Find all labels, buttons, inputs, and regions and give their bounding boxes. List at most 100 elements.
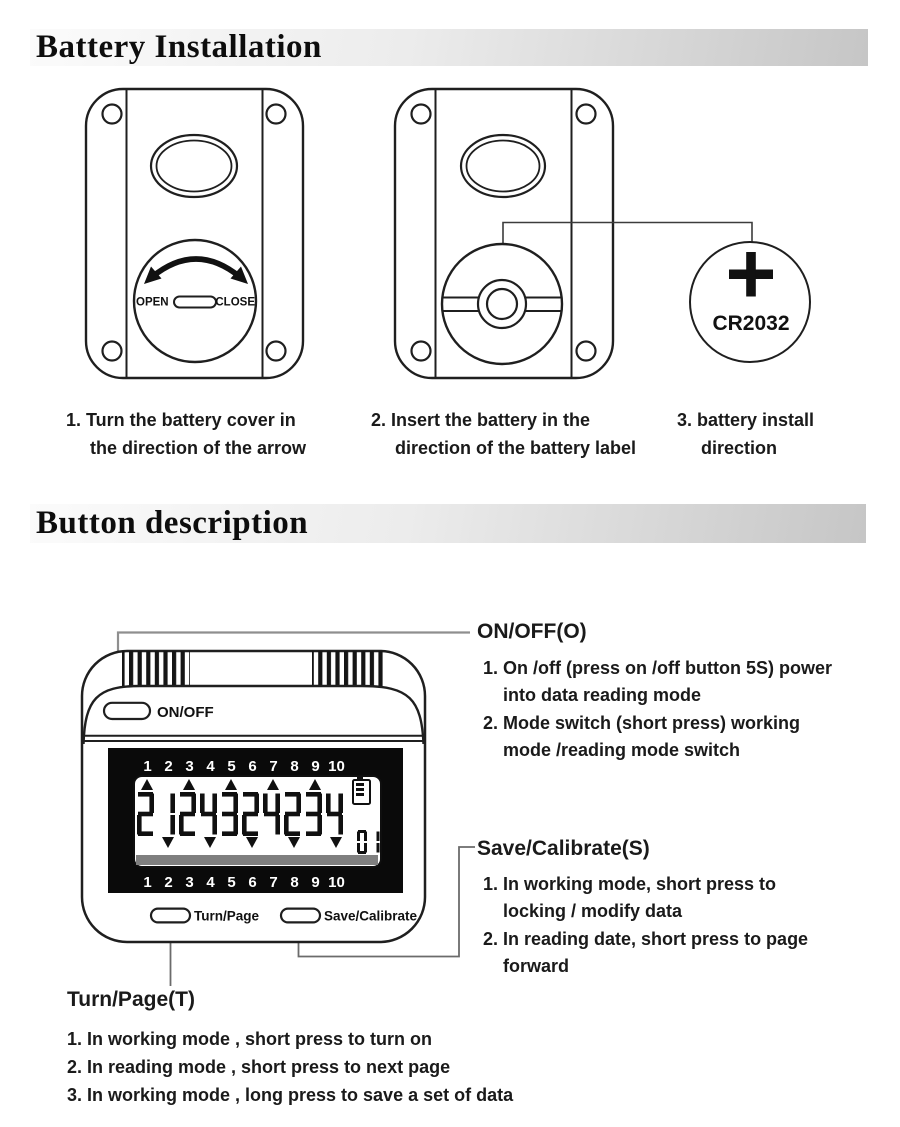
down-arrow-icon — [288, 837, 300, 848]
down-arrow-icon — [162, 837, 174, 848]
channel-number: 1 — [143, 758, 152, 775]
channel-number: 6 — [248, 874, 257, 891]
savecal-button-label: Save/Calibrate — [324, 908, 418, 923]
channel-number: 3 — [185, 758, 194, 775]
display-window-inner — [465, 139, 541, 193]
channel-number: 10 — [328, 874, 345, 891]
up-arrow-icon — [267, 779, 279, 790]
turnpage-button-label: Turn/Page — [194, 908, 260, 923]
up-arrow-icon — [183, 779, 195, 790]
channel-number: 5 — [227, 874, 236, 891]
up-arrow-icon — [141, 779, 153, 790]
device-front-diagram: OPEN CLOSE — [84, 87, 305, 380]
description-line: 1. In working mode , short press to turn… — [67, 1029, 433, 1049]
description-line: mode /reading mode switch — [503, 740, 741, 761]
lcd-page-number — [357, 830, 380, 859]
channel-number: 7 — [269, 758, 278, 775]
onoff-button — [102, 701, 152, 721]
screw-hole — [575, 103, 597, 125]
channel-number: 6 — [248, 758, 257, 775]
grip-texture — [122, 651, 383, 686]
caption-line: 2. Insert the battery in the — [371, 410, 591, 430]
screw-hole — [575, 340, 597, 362]
rotate-arrow-icon — [144, 256, 248, 284]
channel-number: 8 — [290, 874, 299, 891]
savecal-heading: Save/Calibrate(S) — [477, 837, 650, 860]
channel-number: 1 — [143, 874, 152, 891]
turnpage-description: Turn/Page(T) 1. In working mode , short … — [67, 986, 513, 1109]
lcd-bottom-bar — [136, 855, 378, 865]
channel-number: 2 — [164, 874, 173, 891]
device-open-diagram — [393, 87, 753, 380]
caption-line: 1. Turn the battery cover in — [66, 410, 296, 430]
callout-line-savecal — [297, 846, 475, 958]
battery-section-title: Battery Installation — [36, 29, 322, 65]
battery-level-icon — [352, 776, 371, 805]
down-arrow-icon — [204, 837, 216, 848]
button-section-title: Button description — [36, 505, 309, 541]
top-cap-outline — [82, 684, 425, 745]
caption-line: the direction of the arrow — [90, 438, 307, 458]
battery-section-header-bar: Battery Installation — [30, 29, 868, 66]
description-line: 2. In reading date, short press to page — [483, 928, 809, 949]
coin-slot — [173, 295, 217, 309]
description-line: 3. In working mode , long press to save … — [67, 1085, 514, 1105]
battery-installation-figure: OPEN CLOSE — [84, 87, 811, 380]
description-line: 2. In reading mode , short press to next… — [67, 1057, 451, 1077]
close-label: CLOSE — [215, 297, 255, 309]
caption-step-3: 3. battery install direction — [677, 406, 814, 462]
turnpage-heading: Turn/Page(T) — [67, 988, 195, 1011]
screw-hole — [410, 103, 432, 125]
caption-line: 3. battery install — [677, 410, 815, 430]
description-line: 2. Mode switch (short press) working — [483, 712, 801, 733]
open-label: OPEN — [136, 297, 169, 309]
down-arrow-icon — [330, 837, 342, 848]
caption-step-1: 1. Turn the battery cover in the directi… — [66, 406, 306, 462]
caption-step-2: 2. Insert the battery in the direction o… — [371, 406, 636, 462]
screw-hole — [410, 340, 432, 362]
coin-battery-diagram: CR2032 — [689, 241, 811, 363]
onoff-button-label: ON/OFF — [157, 704, 214, 721]
button-section-header-bar: Button description — [30, 504, 866, 543]
screw-hole — [101, 103, 123, 125]
up-arrow-icon — [309, 779, 321, 790]
caption-line: direction — [701, 438, 778, 458]
description-line: 1. In working mode, short press to — [483, 874, 777, 894]
lcd-digits — [137, 792, 343, 841]
description-line: 1. On /off (press on /off button 5S) pow… — [483, 658, 832, 678]
channel-number: 5 — [227, 758, 236, 775]
screw-hole — [265, 103, 287, 125]
onoff-heading: ON/OFF(O) — [477, 620, 587, 643]
turnpage-button — [149, 907, 192, 924]
channel-number: 4 — [206, 758, 215, 775]
up-arrow-icon — [225, 779, 237, 790]
plus-icon — [729, 252, 773, 297]
channel-number: 2 — [164, 758, 173, 775]
caption-line: direction of the battery label — [395, 438, 637, 458]
savecal-button — [279, 907, 322, 924]
channel-number: 10 — [328, 758, 345, 775]
coin-battery — [689, 241, 811, 363]
savecal-description: Save/Calibrate(S) 1. In working mode, sh… — [477, 836, 808, 981]
screw-hole — [101, 340, 123, 362]
channel-number: 4 — [206, 874, 215, 891]
channel-number: 3 — [185, 874, 194, 891]
display-window-inner — [155, 139, 233, 193]
screw-hole — [265, 340, 287, 362]
down-arrow-icon — [246, 837, 258, 848]
channel-number: 9 — [311, 758, 320, 775]
battery-model-label: CR2032 — [712, 312, 789, 335]
lcd-screen — [133, 775, 382, 868]
channel-number: 7 — [269, 874, 278, 891]
channel-number: 8 — [290, 758, 299, 775]
description-line: locking / modify data — [503, 901, 683, 922]
description-line: into data reading mode — [503, 685, 702, 706]
onoff-description: ON/OFF(O) 1. On /off (press on /off butt… — [477, 619, 832, 765]
battery-compartment — [440, 242, 564, 366]
channel-number: 9 — [311, 874, 320, 891]
callout-line-battery — [502, 221, 753, 246]
